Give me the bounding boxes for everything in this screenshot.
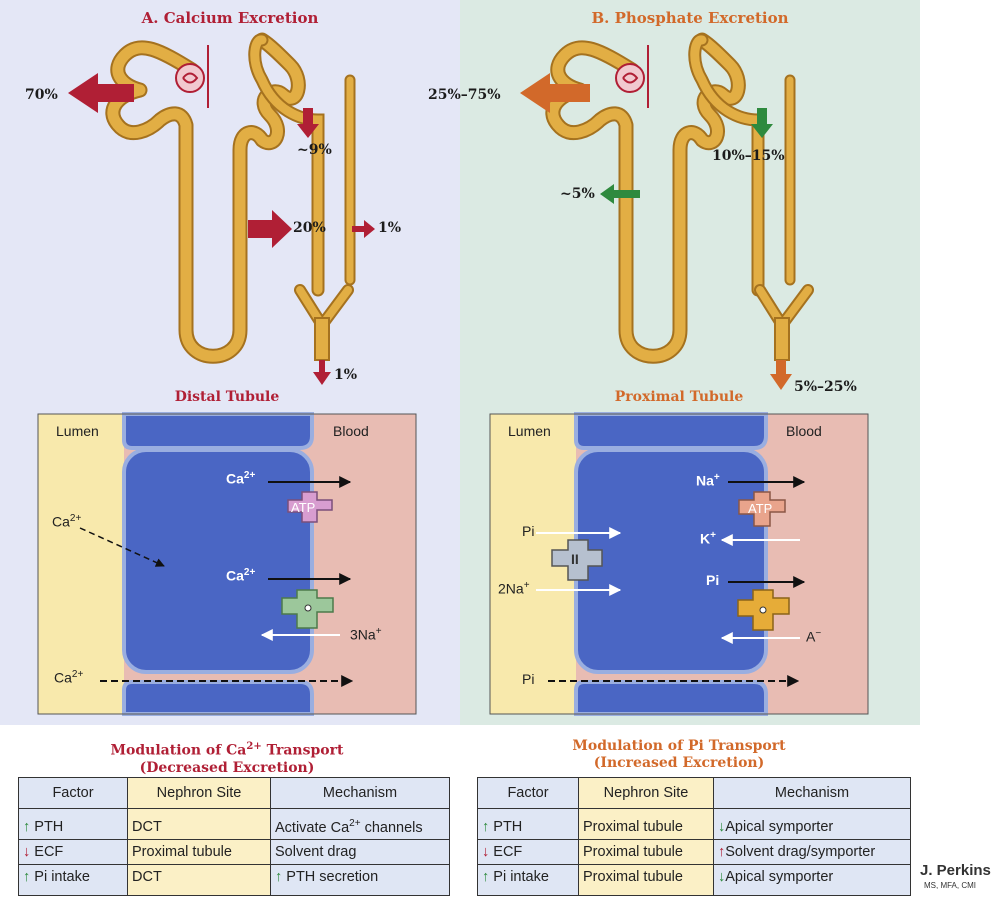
- table-cell-mechanism: Activate Ca2+ channels: [270, 808, 450, 840]
- distal-tubule-cell-diagram: [37, 412, 417, 716]
- phosphate-atp-label: ATP: [748, 501, 773, 516]
- calcium-modulation-table: Factor Nephron Site Mechanism ↑ PTH DCT …: [18, 777, 450, 896]
- phosphate-ion-out: Pi: [706, 572, 720, 588]
- calcium-percent-9: ~9%: [297, 142, 332, 158]
- calcium-panel-title: A. Calcium Excretion: [141, 9, 319, 27]
- table-cell-site: DCT: [127, 864, 271, 896]
- sodium-phosphate-symporter: [551, 539, 603, 581]
- calcium-atpase-pump: [287, 491, 333, 523]
- table-cell-factor: ↓ ECF: [18, 839, 128, 865]
- table-row: ↓ ECF Proximal tubule Solvent drag: [18, 839, 450, 865]
- table-cell-mechanism: ↑Solvent drag/symporter: [713, 839, 911, 865]
- table-header-factor: Factor: [18, 777, 128, 809]
- calcium-ion-paracellular: Ca2+: [54, 669, 84, 686]
- calcium-ion-lumen: Ca2+: [52, 513, 82, 530]
- calcium-ion-mid: Ca2+: [226, 567, 256, 584]
- phosphate-percent-5: ~5%: [560, 186, 595, 202]
- table-cell-factor: ↓ ECF: [477, 839, 579, 865]
- reabsorption-arrow-5: [600, 184, 640, 204]
- phosphate-blood-label: Blood: [786, 423, 822, 439]
- sodium-potassium-atpase: [738, 491, 786, 527]
- artist-credentials: MS, MFA, CMI: [924, 881, 976, 890]
- table-header-factor: Factor: [477, 777, 579, 809]
- table-row: ↑ Pi intake DCT ↑ PTH secretion: [18, 864, 450, 896]
- reabsorption-arrow-1: [352, 220, 375, 238]
- table-row: ↑ Pi intake Proximal tubule ↓Apical symp…: [477, 864, 911, 896]
- table-cell-mechanism: ↓Apical symporter: [713, 808, 911, 840]
- table-cell-site: Proximal tubule: [127, 839, 271, 865]
- phosphate-percent-10-15: 10%–15%: [712, 148, 785, 164]
- table-header-site: Nephron Site: [578, 777, 714, 809]
- phosphate-lumen-label: Lumen: [508, 423, 551, 439]
- calcium-flux-arrows: [68, 73, 375, 385]
- potassium-ion-in: K+: [700, 530, 716, 547]
- distal-tubule-title: Distal Tubule: [174, 389, 280, 405]
- table-row: ↑ PTH Proximal tubule ↓Apical symporter: [477, 808, 911, 840]
- calcium-ion-top: Ca2+: [226, 470, 256, 487]
- table-cell-site: Proximal tubule: [578, 864, 714, 896]
- calcium-modulation-title: Modulation of Ca2+ Transport (Decreased …: [110, 741, 344, 776]
- table-cell-mechanism: ↓Apical symporter: [713, 864, 911, 896]
- excretion-arrow-5-25: [770, 360, 792, 390]
- table-header-mechanism: Mechanism: [713, 777, 911, 809]
- calcium-lumen-label: Lumen: [56, 423, 99, 439]
- symporter-type-label: II: [571, 551, 579, 567]
- excretion-arrow-1: [313, 360, 331, 385]
- sodium-ion-label: 3Na+: [350, 626, 382, 643]
- phosphate-ion-paracellular: Pi: [522, 671, 535, 687]
- table-cell-factor: ↑ PTH: [18, 808, 128, 840]
- phosphate-flux-arrows: [520, 73, 792, 390]
- table-cell-site: DCT: [127, 808, 271, 840]
- calcium-glomerulus: [175, 45, 209, 108]
- phosphate-glomerulus: [615, 45, 649, 108]
- anion-label: A−: [806, 628, 822, 645]
- calcium-blood-label: Blood: [333, 423, 369, 439]
- phosphate-percent-25-75: 25%–75%: [428, 87, 501, 103]
- table-cell-site: Proximal tubule: [578, 808, 714, 840]
- table-row: ↑ PTH DCT Activate Ca2+ channels: [18, 808, 450, 840]
- proximal-tubule-title: Proximal Tubule: [614, 389, 744, 405]
- phosphate-modulation-title: Modulation of Pi Transport (Increased Ex…: [572, 738, 786, 771]
- phosphate-modulation-table: Factor Nephron Site Mechanism ↑ PTH Prox…: [477, 777, 911, 896]
- reabsorption-arrow-20: [248, 210, 292, 248]
- calcium-percent-1-excreted: 1%: [334, 367, 358, 383]
- sodium-ion-lumen: 2Na+: [498, 580, 530, 597]
- calcium-percent-1-interstitial: 1%: [378, 220, 402, 236]
- table-row: ↓ ECF Proximal tubule ↑Solvent drag/symp…: [477, 839, 911, 865]
- sodium-ion-out: Na+: [696, 472, 720, 489]
- table-cell-factor: ↑ Pi intake: [477, 864, 579, 896]
- calcium-percent-70: 70%: [25, 87, 58, 103]
- table-cell-mechanism: Solvent drag: [270, 839, 450, 865]
- calcium-atp-label: ATP: [291, 500, 316, 515]
- reabsorption-arrow-10-15: [751, 108, 773, 138]
- calcium-percent-20: 20%: [293, 220, 326, 236]
- table-cell-factor: ↑ PTH: [477, 808, 579, 840]
- proximal-tubule-cell-diagram: [489, 412, 869, 716]
- reabsorption-arrow-9: [297, 108, 319, 138]
- calcium-nephron: [105, 32, 356, 364]
- phosphate-percent-5-25: 5%–25%: [794, 379, 857, 395]
- table-cell-factor: ↑ Pi intake: [18, 864, 128, 896]
- table-cell-site: Proximal tubule: [578, 839, 714, 865]
- reabsorption-arrow-25-75: [520, 73, 590, 113]
- reabsorption-arrow-70: [68, 73, 134, 113]
- phosphate-ion-lumen: Pi: [522, 523, 535, 539]
- artist-signature: J. Perkins: [920, 862, 991, 879]
- table-header-mechanism: Mechanism: [270, 777, 450, 809]
- table-header-site: Nephron Site: [127, 777, 271, 809]
- table-cell-mechanism: ↑ PTH secretion: [270, 864, 450, 896]
- phosphate-panel-title: B. Phosphate Excretion: [591, 9, 789, 27]
